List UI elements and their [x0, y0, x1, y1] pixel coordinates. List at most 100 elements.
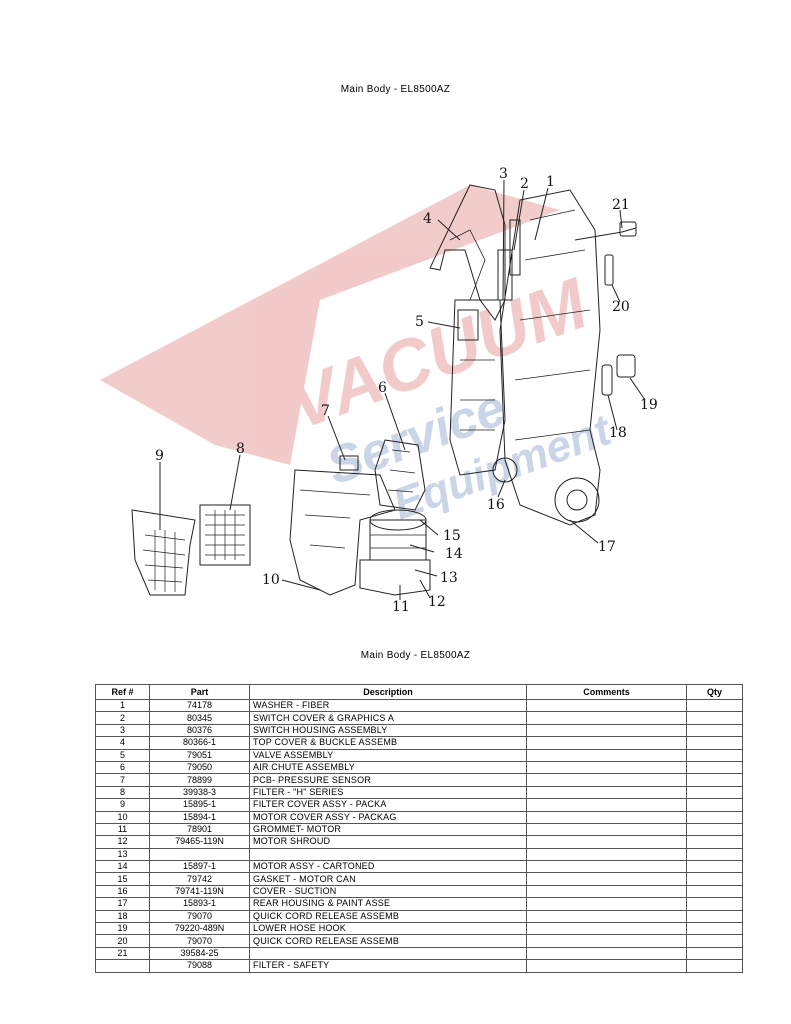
cell-ref: 1	[95, 698, 150, 713]
cell-description: FILTER COVER ASSY - PACKA	[249, 798, 527, 812]
cell-qty	[686, 959, 743, 973]
cell-ref: 21	[95, 946, 150, 961]
cell-comments	[526, 909, 687, 924]
cell-ref: 3	[95, 723, 150, 738]
cell-ref: 15	[95, 872, 150, 886]
callout-14: 14	[445, 546, 463, 562]
cell-comments	[526, 723, 687, 738]
cell-part: 79465-119N	[149, 835, 250, 849]
cell-description: QUICK CORD RELEASE ASSEMB	[249, 934, 527, 948]
cell-qty	[686, 934, 743, 948]
cell-comments	[526, 698, 687, 713]
cell-ref: 16	[95, 884, 150, 899]
callout-8: 8	[236, 441, 245, 457]
cell-description: PCB- PRESSURE SENSOR	[249, 773, 527, 787]
cell-ref	[95, 959, 150, 973]
cell-ref: 14	[95, 860, 150, 874]
cell-part: 74178	[149, 698, 250, 713]
table-row: 13	[95, 847, 743, 862]
cell-qty	[686, 698, 743, 713]
suction-cover-part	[492, 457, 518, 483]
cell-description	[249, 847, 527, 862]
callout-7: 7	[321, 403, 330, 419]
watermark: VACUUM Service Equipment	[100, 185, 619, 529]
cell-part: 15897-1	[149, 860, 250, 874]
watermark-red-chevron	[100, 185, 560, 465]
cell-qty	[686, 711, 743, 725]
cell-comments	[526, 822, 687, 837]
cell-comments	[526, 847, 687, 862]
cell-comments	[526, 798, 687, 812]
cell-description: AIR CHUTE ASSEMBLY	[249, 760, 527, 775]
cell-ref: 12	[95, 835, 150, 849]
cell-description: FILTER - "H" SERIES	[249, 785, 527, 800]
cell-comments	[526, 760, 687, 775]
cell-description: SWITCH HOUSING ASSEMBLY	[249, 723, 527, 738]
cell-ref: 13	[95, 847, 150, 862]
motor-assy-part	[369, 519, 427, 561]
cell-description: GASKET - MOTOR CAN	[249, 872, 527, 886]
cell-comments	[526, 872, 687, 886]
cell-part: 80366-1	[149, 736, 250, 750]
callout-1: 1	[546, 174, 555, 190]
cell-description: COVER - SUCTION	[249, 884, 527, 899]
cell-description: REAR HOUSING & PAINT ASSE	[249, 897, 527, 911]
exploded-parts-diagram: VACUUM Service Equipment	[100, 166, 658, 615]
leader-lines	[159, 179, 646, 600]
motor-shroud-part	[359, 559, 431, 596]
callout-4: 4	[423, 211, 432, 227]
callout-10: 10	[262, 572, 280, 588]
cell-comments	[526, 736, 687, 750]
cell-part: 15894-1	[149, 810, 250, 824]
cell-comments	[526, 922, 687, 936]
quick-cord-release-part	[601, 364, 613, 396]
cell-part: 39938-3	[149, 785, 250, 800]
cell-part: 79742	[149, 872, 250, 886]
cell-qty	[686, 736, 743, 750]
cell-description: SWITCH COVER & GRAPHICS A	[249, 711, 527, 725]
filter-cover-part	[131, 509, 196, 596]
cell-qty	[686, 760, 743, 775]
cell-part: 79220-489N	[149, 922, 250, 936]
cell-comments	[526, 810, 687, 824]
cell-qty	[686, 860, 743, 874]
cell-qty	[686, 909, 743, 924]
parts-drawing	[131, 184, 637, 596]
cell-ref: 4	[95, 736, 150, 750]
cell-comments	[526, 748, 687, 762]
air-chute-part	[374, 439, 426, 511]
hose-hook-part	[616, 354, 636, 378]
cell-qty	[686, 810, 743, 824]
cell-description: QUICK CORD RELEASE ASSEMB	[249, 909, 527, 924]
callout-12: 12	[428, 594, 446, 610]
cell-part	[149, 847, 250, 862]
cell-ref: 11	[95, 822, 150, 837]
cell-ref: 9	[95, 798, 150, 812]
cell-comments	[526, 934, 687, 948]
motor-cover-part	[289, 469, 396, 596]
cell-comments	[526, 884, 687, 899]
header-comments: Comments	[526, 684, 687, 700]
callout-6: 6	[378, 380, 387, 396]
callout-17: 17	[598, 539, 616, 555]
cell-comments	[526, 959, 687, 973]
valve-assembly-part	[449, 299, 506, 476]
header-qty: Qty	[686, 684, 743, 700]
cell-part: 39584-25	[149, 946, 250, 961]
cell-description: FILTER - SAFETY	[249, 959, 527, 973]
cell-qty	[686, 872, 743, 886]
